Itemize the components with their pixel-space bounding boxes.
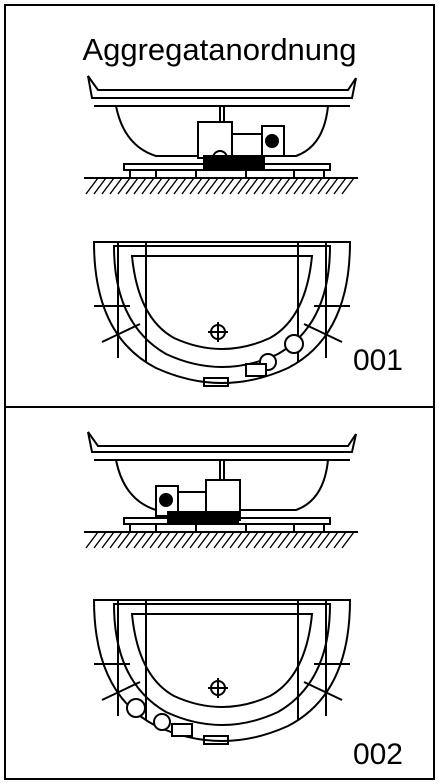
pump-unit-icon (197, 121, 285, 169)
drain-icon (208, 678, 228, 698)
side-elevation-001 (84, 75, 358, 387)
variant-label-001: 001 (352, 344, 403, 377)
pump-unit-icon (155, 479, 241, 525)
page-title: Aggregatanordnung (82, 32, 357, 67)
plan-view-001 (92, 241, 352, 387)
drain-icon (208, 322, 228, 342)
plan-view-002 (92, 599, 352, 745)
variant-panel-001: Aggregatanordnung (4, 4, 435, 408)
variant-panel-002: 002 (4, 406, 435, 780)
pump-unit-icon (245, 334, 304, 377)
pump-unit-icon (126, 698, 193, 737)
side-elevation-002 (84, 431, 358, 745)
variant-label-002: 002 (352, 738, 403, 771)
